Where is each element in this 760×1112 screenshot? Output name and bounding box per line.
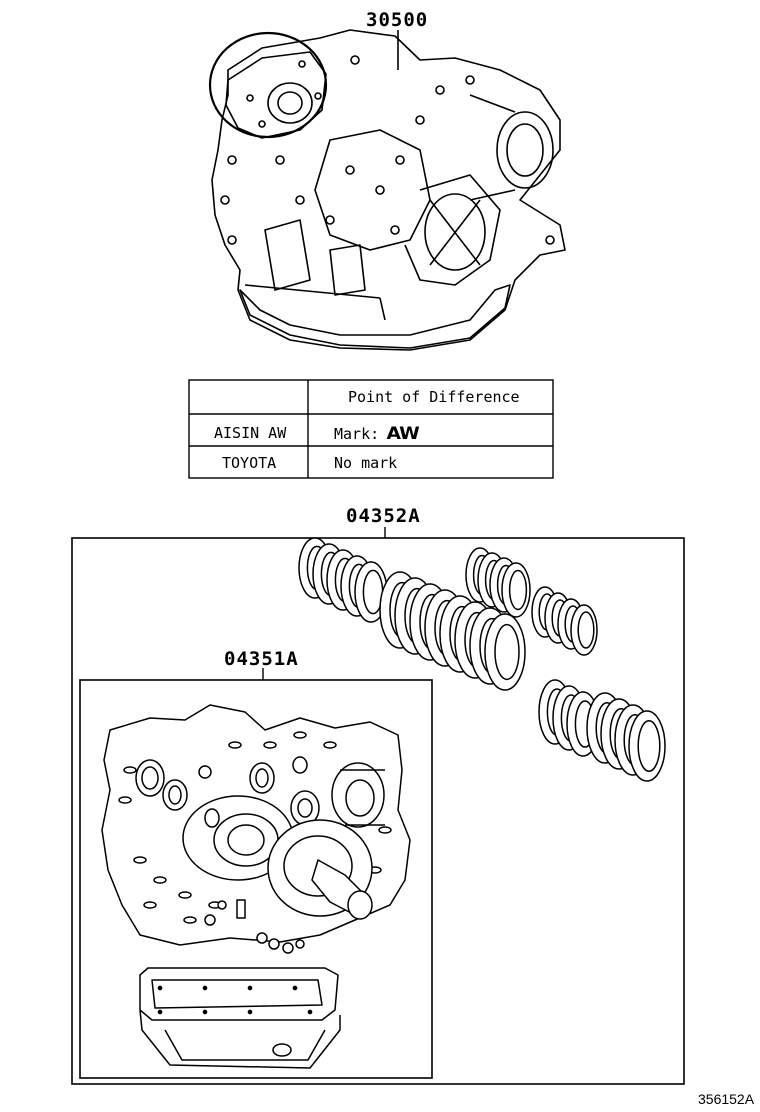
overhaul-kit-part-number: 04352A (346, 505, 421, 527)
illustration-code: 356152A (698, 1091, 755, 1107)
aw-logo-mark: AW (386, 424, 420, 444)
assembly-part-number: 30500 (366, 9, 429, 31)
kit-outer-box (71, 537, 685, 1085)
table-row-maker-toyota: TOYOTA (222, 454, 277, 472)
clutch-disc-bore-5-3 (637, 720, 661, 772)
gasket-kit-illustration (101, 704, 411, 1069)
transmission-illustration (208, 29, 566, 351)
table-row-maker-aisin: AISIN AW (214, 424, 287, 442)
gasket-kit-part-number: 04351A (224, 648, 299, 670)
table-header-difference: Point of Difference (348, 388, 520, 406)
table-row-difference-toyota: No mark (334, 454, 398, 472)
clutch-disc-bore-1-7 (494, 623, 520, 681)
clutch-disc-bore-3-3 (577, 611, 595, 649)
highlight-circle (208, 31, 328, 139)
clutch-disc-bore-2-3 (508, 569, 528, 611)
difference-table-grid (188, 379, 554, 479)
table-row-difference-aisin: Mark: AW (334, 424, 420, 444)
difference-text: Mark: (334, 425, 389, 443)
clutch-disc-stacks (298, 537, 666, 782)
kit-inner-box (79, 679, 433, 1079)
